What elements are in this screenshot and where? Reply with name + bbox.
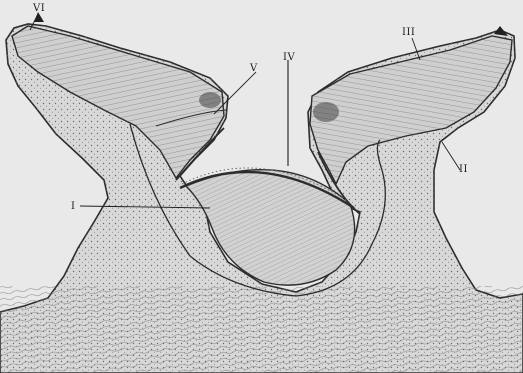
label-vi: VI	[33, 3, 45, 14]
label-i: I	[71, 201, 75, 212]
label-iv: IV	[283, 52, 295, 63]
label-iii: III	[402, 27, 415, 38]
label-ii: II	[459, 164, 468, 175]
label-v: V	[250, 63, 258, 74]
